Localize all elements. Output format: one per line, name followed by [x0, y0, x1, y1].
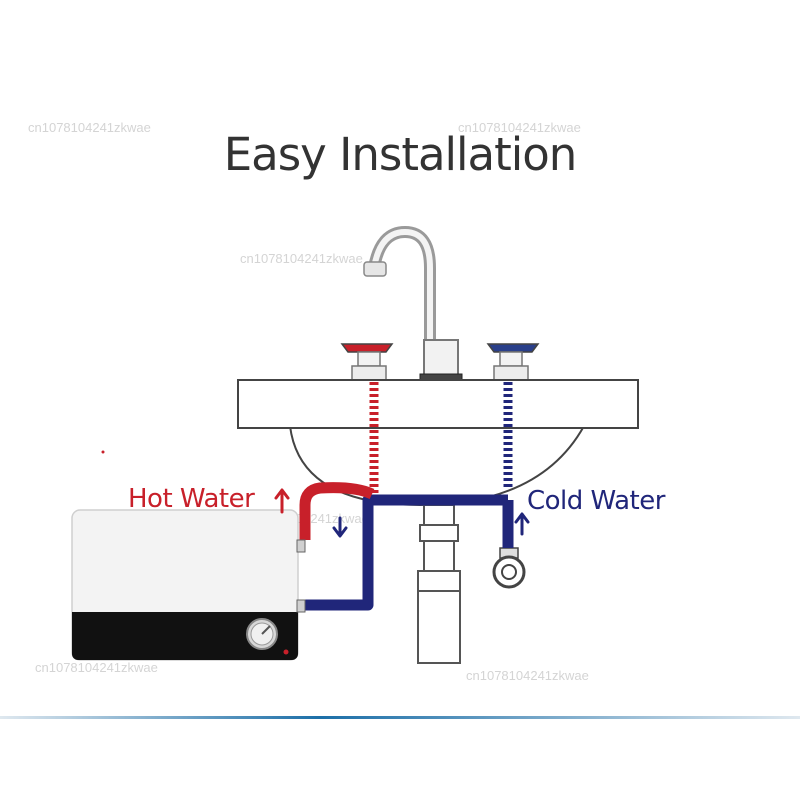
- hot-water-pipe: [299, 482, 375, 540]
- decor-dot: [101, 450, 105, 454]
- cold-shutoff-valve: [492, 547, 526, 589]
- watermark: cn1078104241zkwae: [28, 120, 151, 135]
- temperature-dial-icon: [246, 618, 278, 650]
- watermark: cn1078104241zkwae: [458, 120, 581, 135]
- hot-valve-handle: [340, 343, 394, 381]
- watermark: cn1078104241zkwae: [466, 668, 589, 683]
- arrow-down-icon: [332, 516, 348, 538]
- arrow-up-icon: [274, 488, 290, 514]
- faucet: [363, 225, 463, 383]
- power-indicator-icon: [283, 649, 289, 655]
- cold-water-pipe: [304, 494, 514, 611]
- drain-pipe: [417, 504, 461, 664]
- bottom-divider: [0, 716, 800, 719]
- arrow-up-icon: [514, 512, 530, 536]
- watermark: cn1078104241zkwae: [240, 251, 363, 266]
- cold-valve-handle: [486, 343, 540, 381]
- hot-water-label: Hot Water: [128, 484, 255, 514]
- watermark: cn1078104241zkwae: [35, 660, 158, 675]
- cold-water-label: Cold Water: [527, 486, 665, 516]
- page-title: Easy Installation: [223, 128, 578, 181]
- water-heater: [71, 509, 306, 661]
